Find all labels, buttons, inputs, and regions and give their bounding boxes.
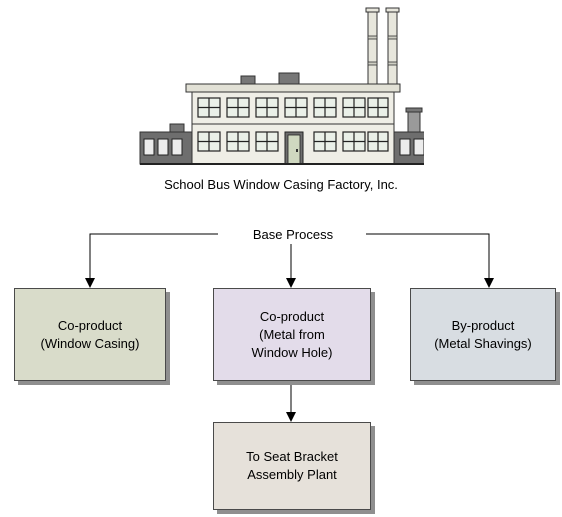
box-line: Window Hole) <box>251 344 333 360</box>
seat-bracket-assembly-plant-box: To Seat Bracket Assembly Plant <box>213 422 371 510</box>
co-product-window-casing-box: Co-product (Window Casing) <box>14 288 166 381</box>
base-process-label: Base Process <box>252 227 334 242</box>
box-line: (Window Casing) <box>40 335 140 351</box>
factory-caption: School Bus Window Casing Factory, Inc. <box>164 177 398 192</box>
smokestacks <box>365 7 400 91</box>
box-line: Assembly Plant <box>247 467 337 482</box>
arrow-to-window-casing <box>85 233 218 288</box>
box-line: (Metal Shavings) <box>434 335 532 351</box>
box-line: To Seat Bracket <box>246 449 338 464</box>
by-product-metal-shavings-box: By-product (Metal Shavings) <box>410 288 556 381</box>
co-product-metal-window-hole-box: Co-product (Metal from Window Hole) <box>213 288 371 381</box>
box-line: Co-product <box>57 317 123 333</box>
box-line: Co-product <box>259 308 325 324</box>
box-line: (Metal from <box>259 326 325 342</box>
factory-illustration <box>139 7 424 165</box>
arrow-to-metal-shavings <box>366 233 494 288</box>
box-line: By-product <box>451 317 515 333</box>
